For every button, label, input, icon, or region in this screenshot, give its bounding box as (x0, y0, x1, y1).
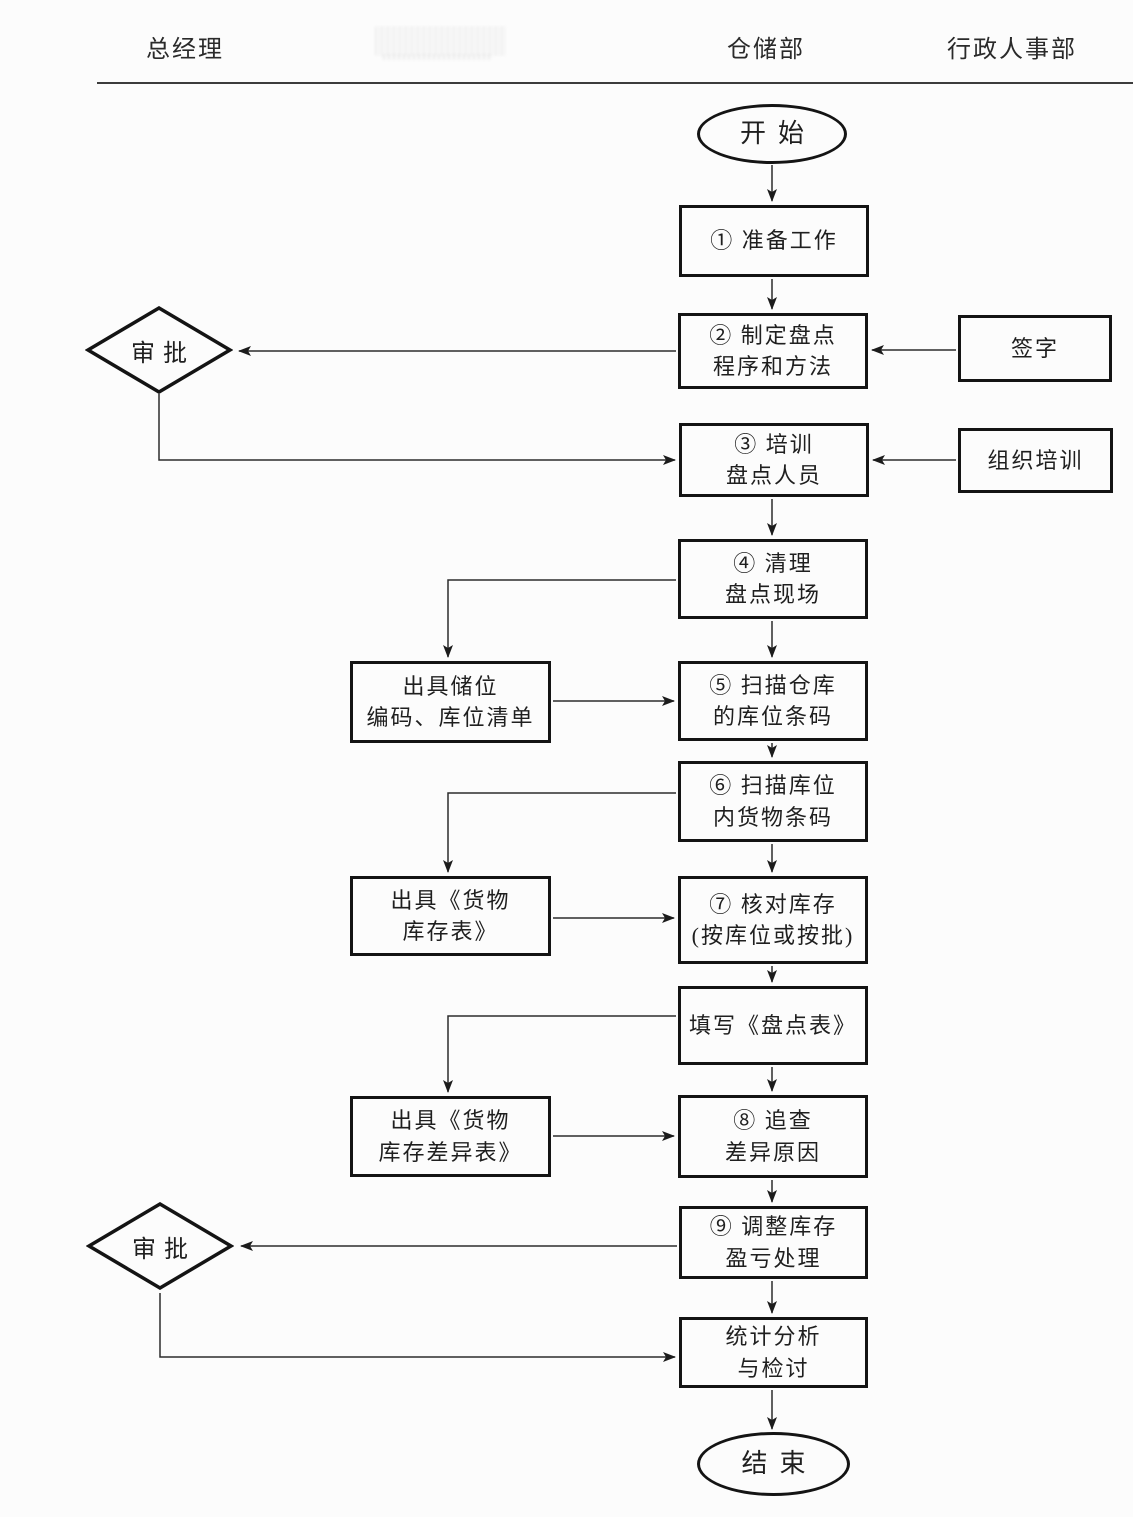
start-label: 开始 (739, 118, 816, 148)
step4-line2: 盘点现场 (724, 582, 821, 607)
approval-diamond-1: 审批 (85, 306, 233, 394)
step5-box: ⑤ 扫描仓库 的库位条码 (678, 661, 868, 741)
step2-line2: 程序和方法 (712, 354, 833, 379)
faded-watermark (375, 26, 507, 56)
step1-line1: ① 准备工作 (710, 228, 838, 254)
storage-list-line1: 出具储位 (402, 673, 499, 699)
lane-label-warehouse-dept: 仓储部 (727, 37, 805, 63)
step3-line2: 盘点人员 (725, 463, 822, 488)
step9-line2: 盈亏处理 (725, 1245, 822, 1271)
stat-line1: 统计分析 (725, 1324, 822, 1350)
step1-box: ① 准备工作 (679, 205, 869, 277)
step7-line2: (按库位或按批) (691, 923, 855, 948)
step3-box: ③ 培训 盘点人员 (679, 423, 869, 497)
connector-11 (443, 792, 676, 873)
step7-line1: ⑦ 核对库存 (709, 891, 837, 917)
step9-line1: ⑨ 调整库存 (709, 1214, 838, 1240)
inventory-sheet-line1: 出具《货物 (390, 887, 511, 913)
step6-line1: ⑥ 扫描库位 (709, 773, 837, 799)
step3-line1: ③ 培训 (734, 431, 814, 457)
stat-box: 统计分析 与检讨 (679, 1317, 868, 1388)
fill-sheet-box: 填写《盘点表》 (678, 986, 868, 1065)
step8-line1: ⑧ 追查 (733, 1108, 813, 1134)
step2-line1: ② 制定盘点 (709, 322, 837, 348)
step4-box: ④ 清理 盘点现场 (678, 539, 868, 619)
lane-label-general-manager: 总经理 (146, 37, 224, 63)
approval-diamond-2: 审批 (86, 1202, 234, 1290)
end-label: 结束 (741, 1448, 818, 1478)
diff-sheet-box: 出具《货物 库存差异表》 (350, 1096, 551, 1177)
step5-line1: ⑤ 扫描仓库 (709, 672, 837, 698)
step4-line1: ④ 清理 (733, 550, 813, 576)
step2-box: ② 制定盘点 程序和方法 (678, 313, 868, 389)
diamond-shape-2 (86, 1202, 234, 1290)
step8-line2: 差异原因 (724, 1139, 821, 1165)
connector-15 (443, 1015, 676, 1093)
step9-box: ⑨ 调整库存 盈亏处理 (679, 1206, 868, 1279)
diff-sheet-line2: 库存差异表》 (378, 1139, 523, 1165)
stat-line2: 与检讨 (737, 1355, 810, 1381)
fill-sheet-label: 填写《盘点表》 (688, 1012, 857, 1038)
step7-box: ⑦ 核对库存 (按库位或按批) (678, 876, 868, 964)
lane-label-admin-hr-dept: 行政人事部 (947, 37, 1077, 63)
inventory-sheet-line2: 库存表》 (402, 919, 499, 944)
approval-1-label: 审批 (131, 340, 195, 367)
storage-list-line2: 编码、库位清单 (366, 705, 535, 730)
end-terminator: 结束 (697, 1432, 850, 1496)
training-label: 组织培训 (987, 447, 1084, 473)
start-terminator: 开始 (697, 104, 847, 164)
training-box: 组织培训 (958, 428, 1113, 493)
storage-list-box: 出具储位 编码、库位清单 (350, 661, 551, 743)
connector-4 (158, 394, 676, 465)
connector-7 (443, 579, 676, 658)
diamond-shape-1 (85, 306, 233, 394)
step6-box: ⑥ 扫描库位 内货物条码 (678, 761, 868, 842)
step6-line2: 内货物条码 (712, 804, 833, 830)
sign-box: 签字 (958, 315, 1112, 382)
header-divider (97, 82, 1133, 84)
connector-21 (159, 1293, 676, 1362)
diff-sheet-line1: 出具《货物 (390, 1108, 511, 1134)
step8-box: ⑧ 追查 差异原因 (678, 1095, 868, 1178)
inventory-sheet-box: 出具《货物 库存表》 (350, 876, 551, 956)
step5-line2: 的库位条码 (712, 704, 833, 729)
approval-2-label: 审批 (132, 1236, 196, 1263)
sign-label: 签字 (1010, 335, 1059, 361)
